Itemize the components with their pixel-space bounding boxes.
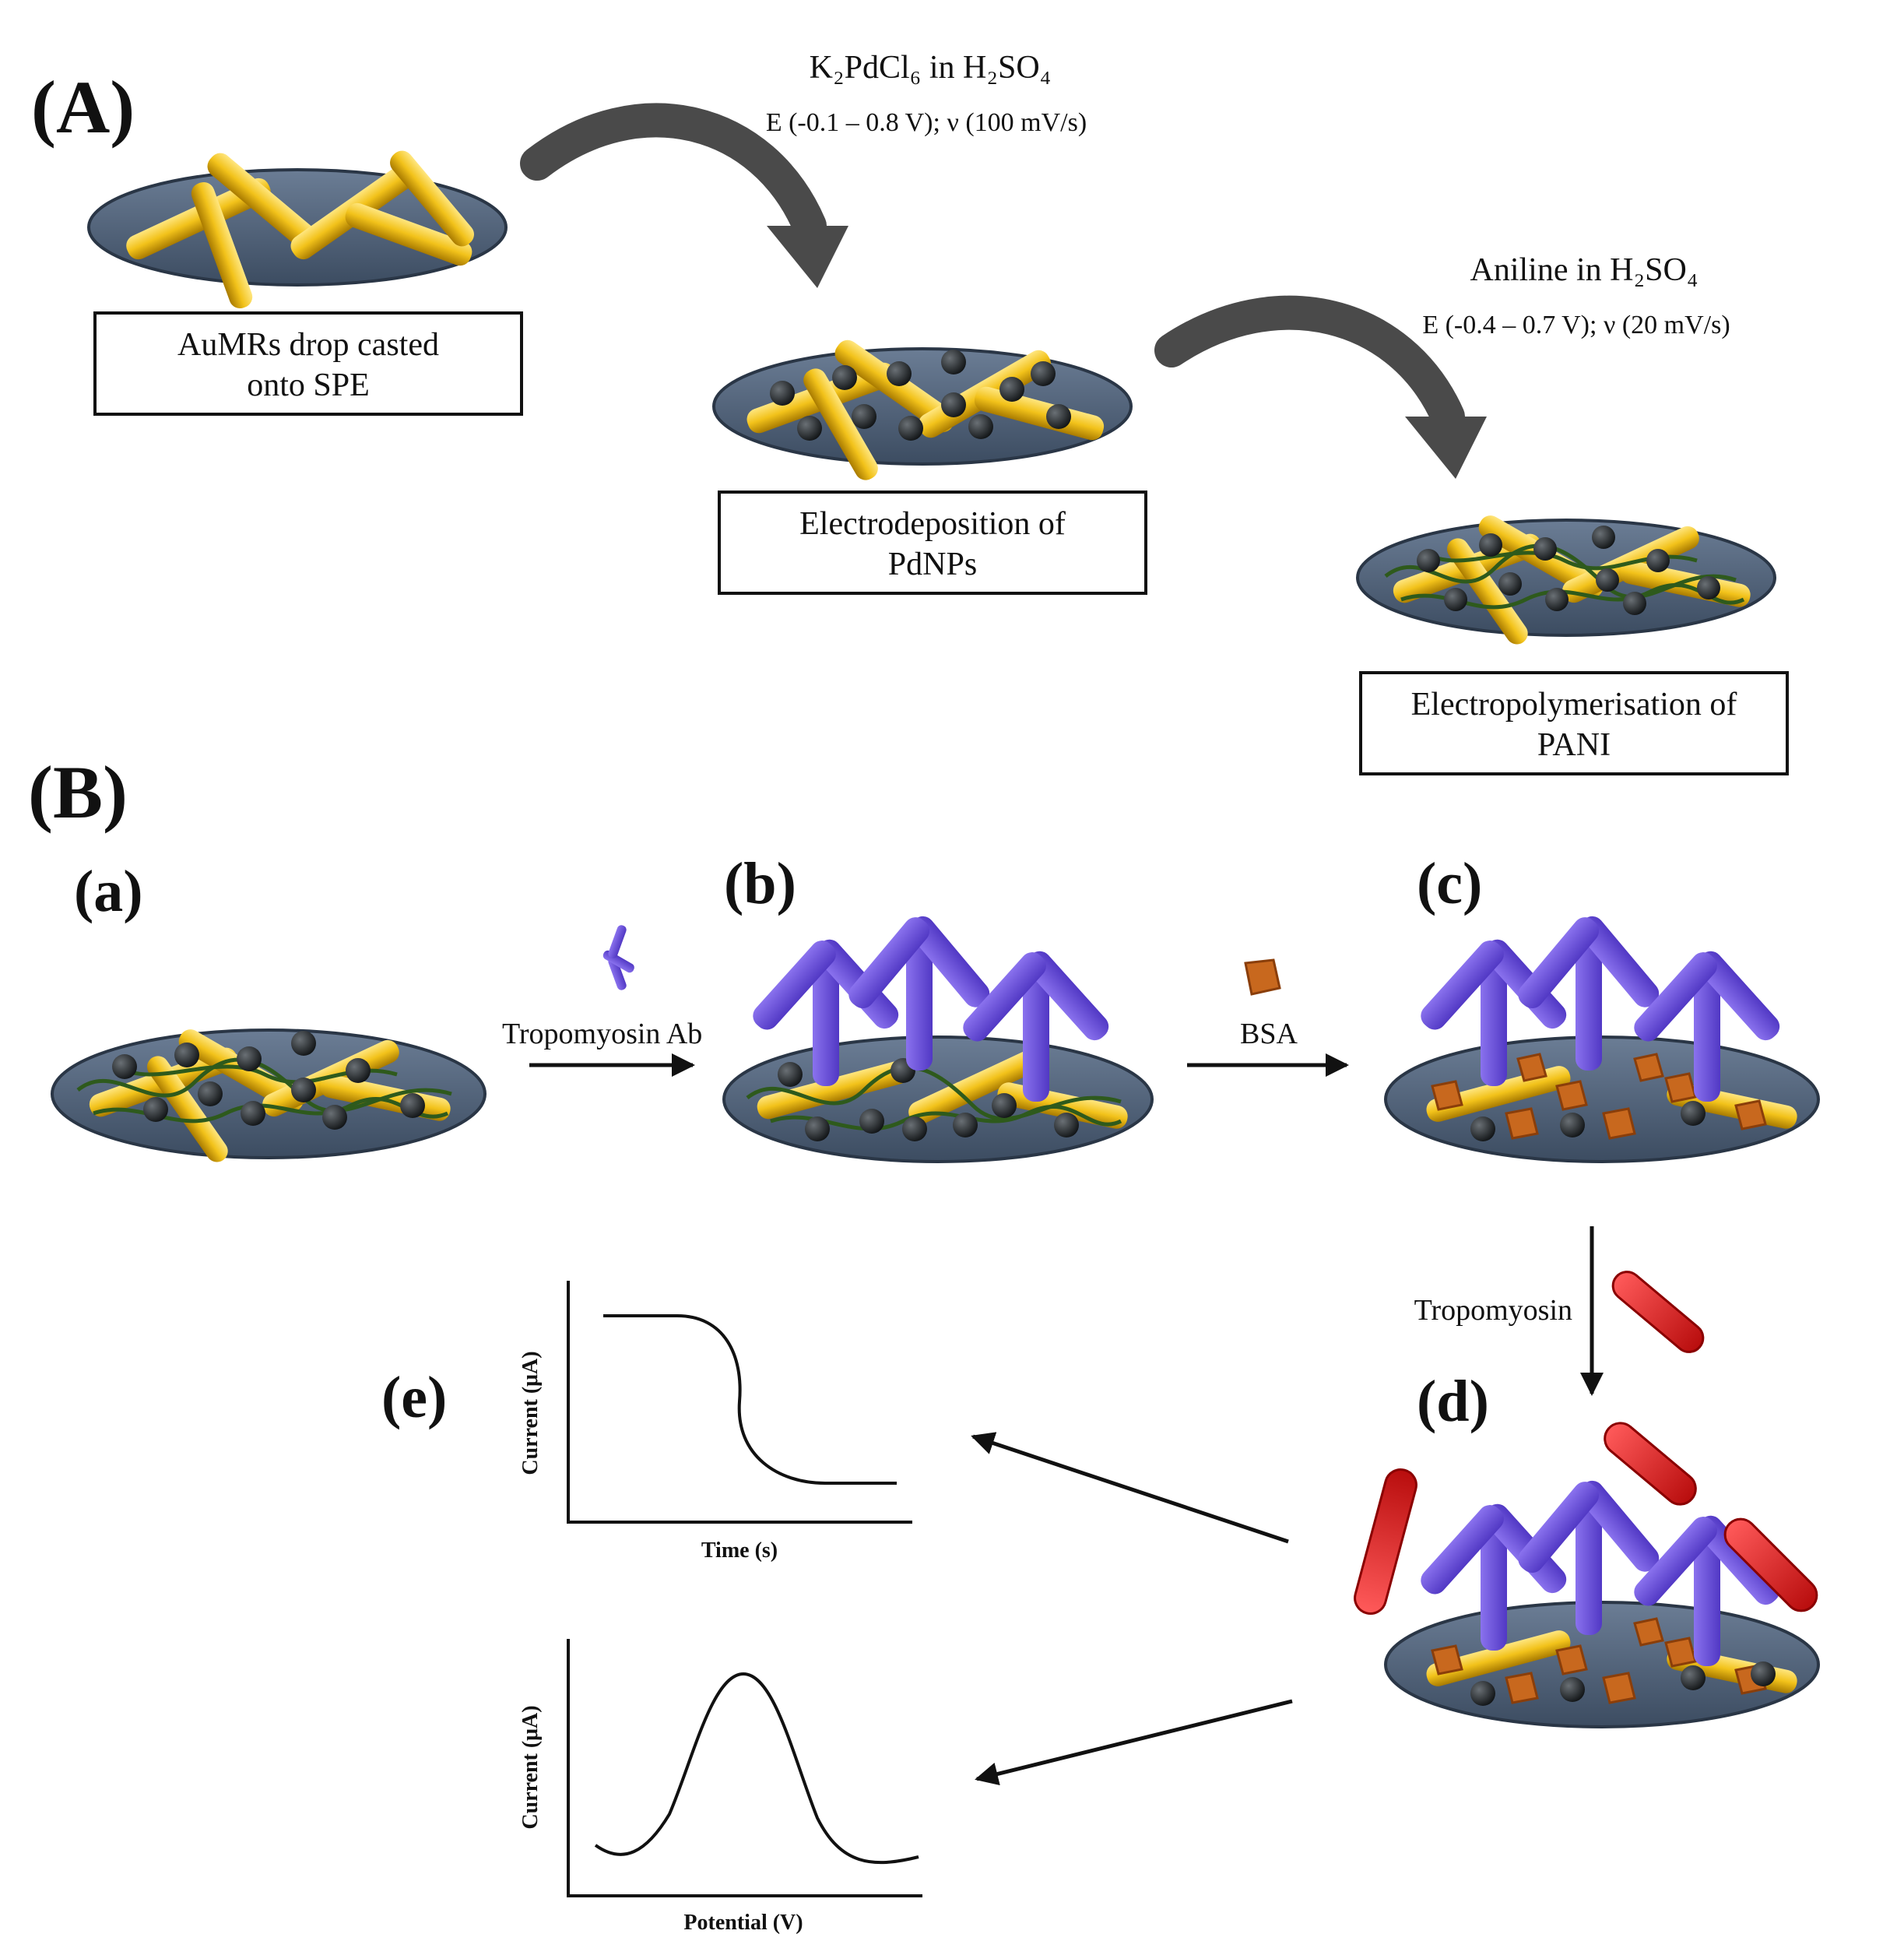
arrow-label-ab: Tropomyosin Ab [502,1018,702,1050]
arrow-d-to-amperometry [971,1432,1289,1544]
pd-nanoparticles [1417,526,1720,615]
plot-axes [567,1639,922,1897]
step1-box-line1: AuMRs drop casted [177,327,439,363]
bsa-icon [1244,958,1281,996]
arrow-d-to-voltammetry [975,1699,1293,1786]
y-axis-label-current-top: Current (μA) [518,1351,543,1475]
antibodies [1421,916,1780,1102]
panel-label-e: (e) [381,1365,447,1430]
electrode-aumrs [87,150,508,309]
arrow-label-bc: BSA [1240,1018,1298,1050]
bsa-blockers [1431,1053,1767,1140]
antibodies [753,916,1109,1102]
x-axis-label-potential: Potential (V) [683,1911,803,1935]
panel-label-A: (A) [31,65,135,149]
step2-condition-main: K₂PdCl₆ in H₂SO₄ [810,50,1052,86]
bound-tropomyosin [1354,1422,1818,1615]
electrode-c [1384,916,1820,1163]
pd-nanoparticles [778,1058,1079,1141]
antibody-icon [1634,1515,1780,1666]
step3-box [1359,671,1789,775]
plot-voltammetry: Potential (V) Current (μA) [518,1639,922,1935]
step2-box-line1: Electrodeposition of [799,506,1066,542]
antibody-icon [963,951,1109,1102]
tropomyosin-icon [1604,1422,1697,1506]
pd-nanoparticles [112,1031,425,1130]
step3-condition-main: Aniline in H₂SO₄ [1470,252,1698,288]
antibodies [1421,1480,1780,1666]
step1-box-line2: onto SPE [247,367,370,403]
current-time-curve [603,1314,897,1485]
plot-axes [567,1281,912,1524]
electrode-pani [1356,515,1776,645]
electrode-pdnps [712,339,1133,480]
panel-label-c: (c) [1417,851,1482,916]
pd-nanoparticles [770,350,1071,441]
antibody-icon [848,916,990,1071]
panel-label-d: (d) [1417,1369,1489,1434]
panel-label-B: (B) [28,751,128,834]
antibody-icon [1518,916,1660,1071]
plot-amperometry: Time (s) Current (μA) [518,1281,912,1563]
step2-box [718,491,1147,595]
electrode-b [722,916,1154,1163]
gold-microrods [746,339,1105,480]
panel-label-a: (a) [74,859,143,924]
process-arrow-2 [1154,295,1487,479]
arrow-label-cd: Tropomyosin [1414,1294,1572,1327]
step2-condition-sub: E (-0.1 – 0.8 V); ν (100 mV/s) [766,108,1087,137]
step3-box-line2: PANI [1537,727,1611,763]
pd-nanoparticles [1470,1661,1776,1706]
step3-box-line1: Electropolymerisation of [1411,687,1737,723]
tropomyosin-icon [1354,1468,1417,1615]
y-axis-label-current-bottom: Current (μA) [518,1705,543,1829]
antibody-icon [1634,951,1780,1102]
step1-box [93,311,523,416]
electrode-d [1354,1422,1820,1728]
antibody-icon [1518,1480,1660,1635]
step2-box-line2: PdNPs [888,547,977,582]
process-arrow-1 [520,103,848,288]
electrode-a [51,1028,487,1162]
bsa-blockers [1431,1617,1767,1704]
antibody-icon [602,925,634,990]
gold-microrods [126,150,474,309]
pd-nanoparticles [1470,1101,1706,1141]
current-potential-curve [594,1672,919,1865]
x-axis-label-time: Time (s) [701,1538,778,1563]
step3-condition-sub: E (-0.4 – 0.7 V); ν (20 mV/s) [1422,311,1730,339]
panel-label-b: (b) [724,851,796,916]
tropomyosin-icon [1611,1271,1705,1353]
